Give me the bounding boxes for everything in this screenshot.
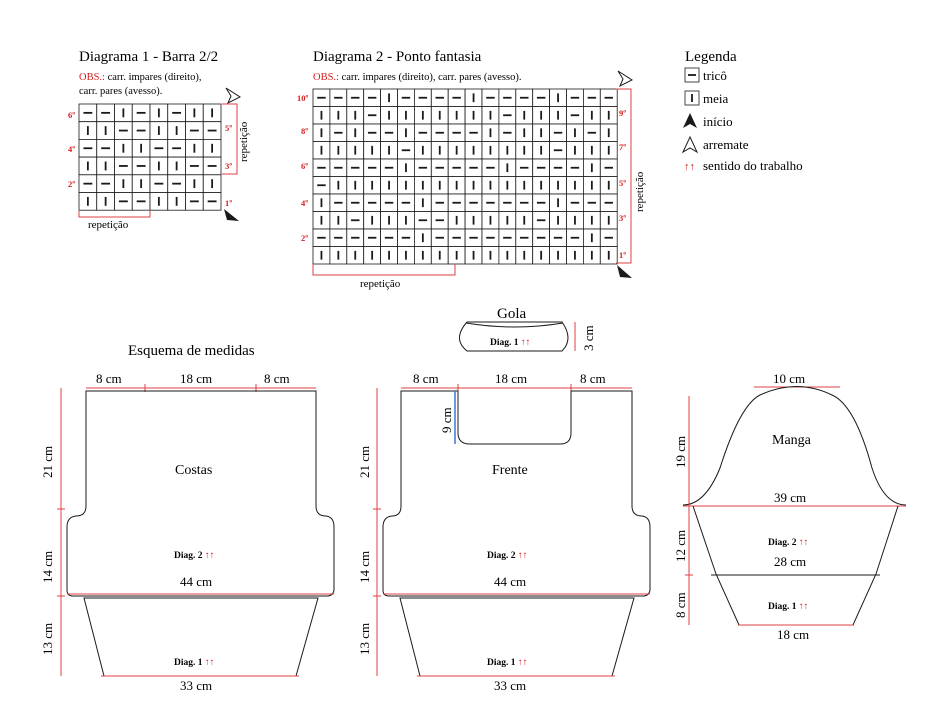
manga-name: Manga [772, 433, 812, 448]
gola-height-label: 3 cm [581, 325, 596, 351]
manga-diag2: Diag. 2 ↑↑ [768, 538, 808, 548]
manga-diag1: Diag. 1 ↑↑ [768, 602, 808, 612]
diagram-1-row-label-1: 1º [225, 198, 232, 208]
costas-top-mid: 18 cm [180, 371, 212, 386]
diagram-2-row-label-2: 2º [301, 233, 308, 243]
frente-side-bottom: 13 cm [357, 623, 372, 655]
costas-side-top: 21 cm [40, 446, 55, 478]
manga-low-height: 8 cm [673, 592, 688, 618]
diagram-2-row-label-3: 3º [619, 213, 626, 223]
inicio-icon [683, 113, 697, 128]
costas-top-right: 8 cm [264, 371, 290, 386]
diagram-2-repeat-bottom-label: repetição [360, 278, 401, 290]
arremate-icon [681, 135, 699, 154]
frente-piece: 8 cm 18 cm 8 cm 9 cm 21 cm 14 cm 13 cm F… [357, 371, 651, 693]
diagram-2-obs-text: carr. impares (direito), carr. pares (av… [339, 72, 522, 83]
legend-sentido: sentido do trabalho [703, 158, 803, 173]
legend-meia: meia [703, 91, 728, 106]
diagram-2-row-label-6: 6º [301, 161, 308, 171]
diagram-1-repeat-bracket-side [222, 103, 238, 175]
legend: Legenda tricô meia início arremate ↑↑ se… [681, 49, 803, 173]
frente-diag1: Diag. 1 ↑↑ [487, 658, 527, 668]
arremate-icon [225, 87, 242, 105]
diagram-1-obs-label: OBS.: [79, 72, 105, 83]
diagram-1-row-label-5: 5º [225, 123, 232, 133]
diagram-2-repeat-side-label: repetição [634, 171, 646, 212]
arremate-icon [617, 70, 634, 88]
diagram-2-grid [312, 88, 618, 265]
diagram-2-row-label-4: 4º [301, 198, 308, 208]
diagram-1-title: Diagrama 1 - Barra 2/2 [79, 49, 218, 65]
manga-top: 10 cm [773, 371, 805, 386]
costas-outline [66, 390, 335, 597]
costas-side-mid: 14 cm [40, 551, 55, 583]
manga-piece: 10 cm 19 cm 12 cm 8 cm Manga 39 cm Diag.… [673, 371, 907, 642]
manga-width-bottom: 18 cm [777, 627, 809, 642]
frente-top-right: 8 cm [580, 371, 606, 386]
diagram-2-row-label-8: 8º [301, 126, 308, 136]
manga-cap-outline [682, 386, 907, 506]
diagram-2-row-label-1: 1º [619, 250, 626, 260]
diagram-1-repeat-bracket-bottom [78, 211, 151, 218]
diagram-1-repeat-bottom-label: repetição [88, 219, 129, 231]
svg-text:OBS.: carr. impares (direito),: OBS.: carr. impares (direito), [79, 72, 201, 83]
diagram-2-repeat-bracket-side [616, 88, 632, 264]
diagram-1-grid [78, 103, 222, 211]
diagram-2-title: Diagrama 2 - Ponto fantasia [313, 49, 482, 65]
costas-width-bottom: 33 cm [180, 678, 212, 693]
diagram-2-row-label-7: 7º [619, 142, 626, 152]
frente-side-mid: 14 cm [357, 551, 372, 583]
costas-top-left: 8 cm [96, 371, 122, 386]
manga-width-mid: 28 cm [774, 554, 806, 569]
diagram-2-row-label-5: 5º [619, 178, 626, 188]
manga-mid-height: 12 cm [673, 530, 688, 562]
costas-piece: 8 cm 18 cm 8 cm 21 cm 14 cm 13 cm Costas… [40, 371, 335, 693]
gola-outline [459, 321, 569, 352]
frente-outline [382, 390, 651, 597]
manga-cap-height: 19 cm [673, 436, 688, 468]
diagram-1-row-label-3: 3º [225, 161, 232, 171]
gola-title: Gola [497, 306, 527, 322]
legend-inicio: início [703, 114, 733, 129]
frente-neck-depth: 9 cm [439, 407, 454, 433]
costas-name: Costas [175, 463, 212, 478]
frente-side-top: 21 cm [357, 446, 372, 478]
legend-arremate: arremate [703, 137, 749, 152]
frente-top-mid: 18 cm [495, 371, 527, 386]
legend-trico: tricô [703, 68, 727, 83]
schema-title: Esquema de medidas [128, 343, 255, 359]
gola-diag-label: Diag. 1 ↑↑ [490, 338, 530, 348]
inicio-icon [617, 265, 632, 278]
frente-name: Frente [492, 463, 528, 478]
svg-text:OBS.: carr. impares (direito),: OBS.: carr. impares (direito), carr. par… [313, 72, 521, 83]
frente-diag2: Diag. 2 ↑↑ [487, 551, 527, 561]
diagram-2-row-label-9: 9º [619, 108, 626, 118]
manga-width-upper: 39 cm [774, 490, 806, 505]
diagram-1-repeat-side-label: repetição [238, 121, 250, 162]
diagram-1-row-label-6: 6º [68, 110, 75, 120]
gola-piece: Gola Diag. 1 ↑↑ 3 cm [459, 306, 596, 352]
work-direction-arrows-icon: ↑↑ [684, 161, 695, 173]
inicio-icon [224, 209, 239, 221]
costas-width-mid: 44 cm [180, 574, 212, 589]
diagram-2-repeat-bracket-bottom [312, 264, 456, 276]
frente-width-bottom: 33 cm [494, 678, 526, 693]
diagram-1: Diagrama 1 - Barra 2/2 OBS.: carr. impar… [68, 49, 250, 231]
costas-diag1: Diag. 1 ↑↑ [174, 658, 214, 668]
costas-side-bottom: 13 cm [40, 623, 55, 655]
diagram-2: Diagrama 2 - Ponto fantasia OBS.: carr. … [297, 49, 646, 290]
frente-top-left: 8 cm [413, 371, 439, 386]
diagram-1-row-label-2: 2º [68, 179, 75, 189]
diagram-1-row-label-4: 4º [68, 144, 75, 154]
costas-diag2: Diag. 2 ↑↑ [174, 551, 214, 561]
diagram-2-row-label-10: 10º [297, 93, 309, 103]
diagram-1-obs-line1: carr. impares (direito), [105, 72, 202, 83]
diagram-2-obs-label: OBS.: [313, 72, 339, 83]
frente-width-mid: 44 cm [494, 574, 526, 589]
legend-title: Legenda [685, 49, 737, 65]
diagram-1-obs-line2: carr. pares (avesso). [79, 86, 162, 97]
